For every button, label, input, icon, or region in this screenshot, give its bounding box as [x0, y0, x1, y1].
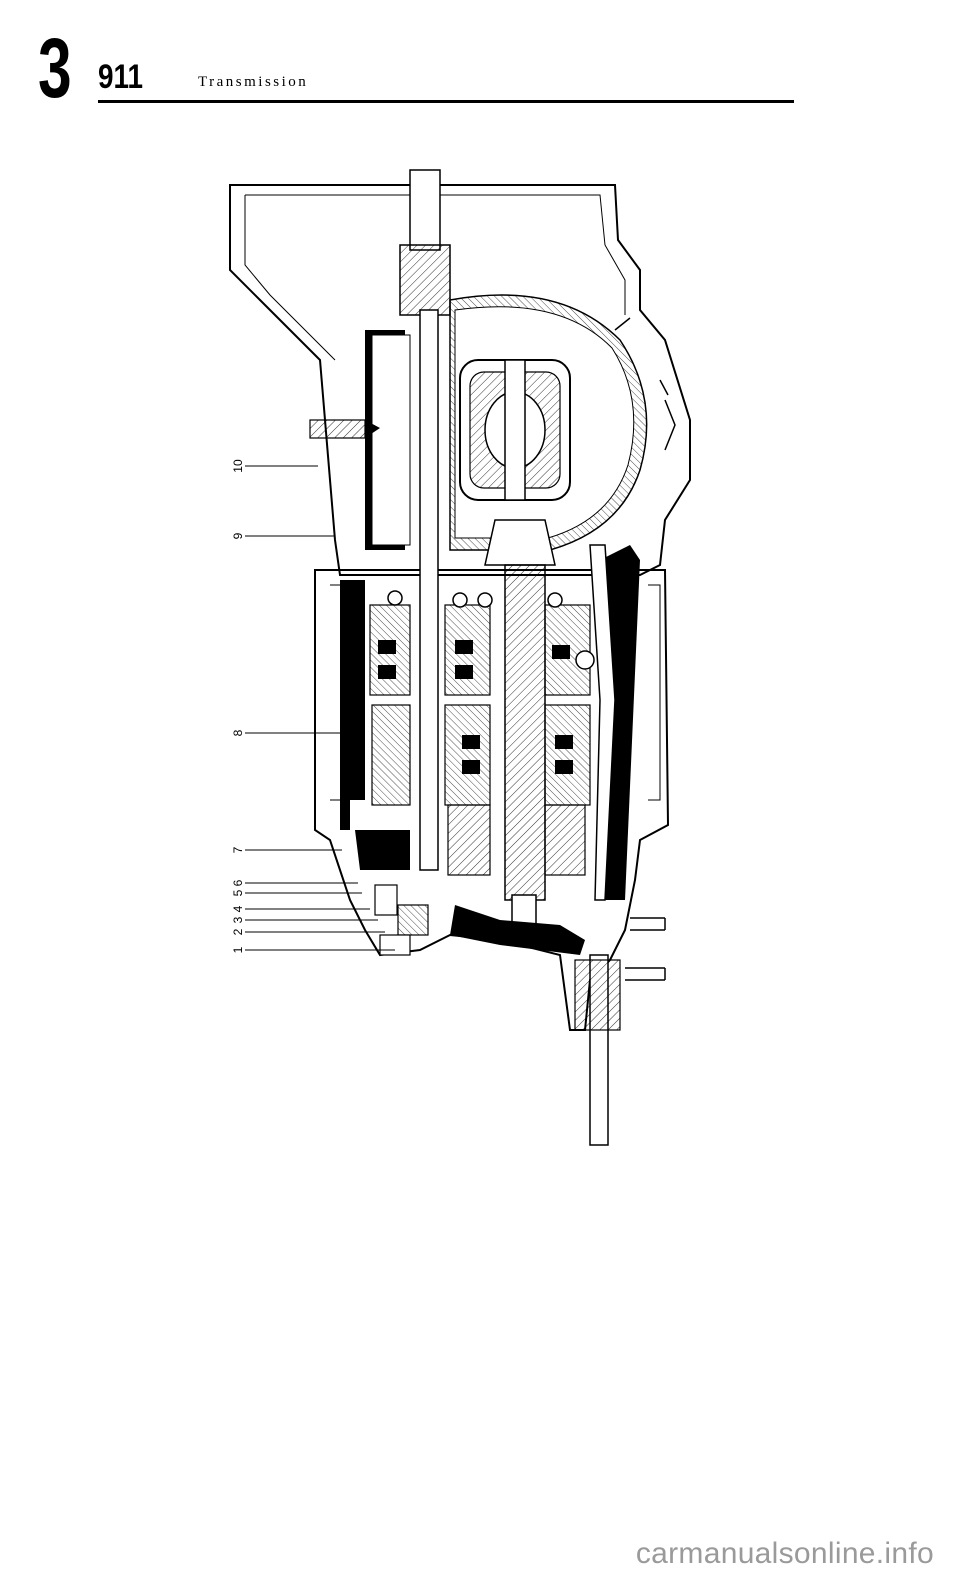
model-name: 911 [98, 58, 143, 96]
header-rule [98, 100, 794, 103]
section-number: 3 [38, 21, 72, 115]
transmission-cross-section-diagram [229, 169, 691, 1146]
watermark: carmanualsonline.info [635, 1537, 934, 1570]
page-title: Transmission [198, 74, 309, 90]
page-header: 3 911 Transmission [0, 0, 960, 110]
